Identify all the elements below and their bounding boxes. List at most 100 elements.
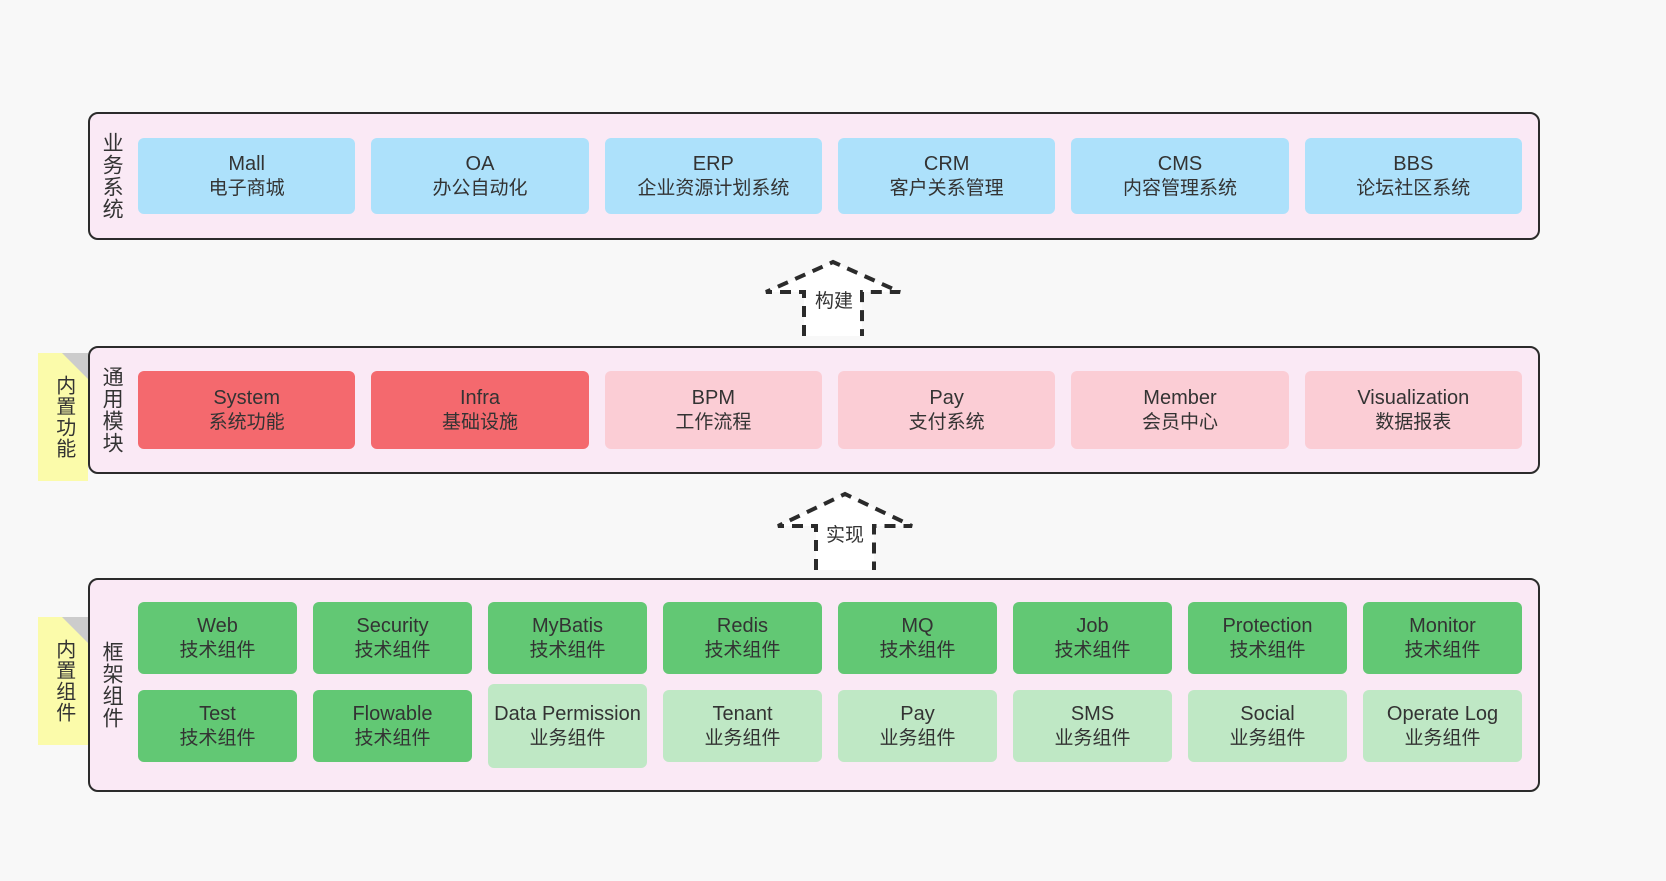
node-title-en: Security — [356, 615, 429, 638]
node-title-en: Test — [199, 703, 236, 726]
node-title-en: OA — [465, 153, 495, 176]
node-job[interactable]: Job 技术组件 — [1013, 602, 1172, 674]
arrow-implement — [770, 490, 920, 576]
node-title-en: Job — [1076, 615, 1109, 638]
note-fold-icon — [62, 617, 88, 643]
node-title-cn: 办公自动化 — [432, 177, 528, 199]
node-title-cn: 技术组件 — [354, 727, 431, 749]
node-bbs[interactable]: BBS 论坛社区系统 — [1304, 138, 1522, 214]
note-builtin-component: 内置组件 — [38, 617, 88, 745]
node-row: Mall 电子商城 OA 办公自动化 ERP 企业资源计划系统 CRM 客户关系… — [138, 138, 1522, 214]
node-title-en: Mall — [228, 153, 265, 176]
note-builtin-function: 内置功能 — [38, 353, 88, 481]
node-flowable[interactable]: Flowable 技术组件 — [313, 690, 472, 762]
node-visualization[interactable]: Visualization 数据报表 — [1304, 371, 1522, 449]
node-title-en: Member — [1143, 387, 1217, 410]
node-title-cn: 技术组件 — [1054, 639, 1131, 661]
node-member[interactable]: Member 会员中心 — [1071, 371, 1289, 449]
node-title-cn: 业务组件 — [1229, 727, 1306, 749]
node-crm[interactable]: CRM 客户关系管理 — [837, 138, 1056, 214]
node-monitor[interactable]: Monitor 技术组件 — [1363, 602, 1522, 674]
node-title-en: CMS — [1157, 153, 1203, 176]
node-protection[interactable]: Protection 技术组件 — [1188, 602, 1347, 674]
node-title-cn: 会员中心 — [1141, 411, 1218, 433]
node-title-en: Visualization — [1357, 387, 1470, 410]
layer-caption-framework-component: 框架组件 — [100, 641, 124, 729]
node-title-cn: 企业资源计划系统 — [637, 177, 790, 199]
node-title-en: MQ — [901, 615, 934, 638]
arrow-build-icon — [765, 259, 901, 336]
note-label: 内置功能 — [52, 375, 75, 459]
node-title-en: BPM — [691, 387, 735, 410]
node-title-cn: 业务组件 — [1404, 727, 1481, 749]
node-oa[interactable]: OA 办公自动化 — [371, 138, 589, 214]
layer-common-module: 通用模块 System 系统功能 Infra 基础设施 BPM 工作流程 Pay… — [88, 346, 1540, 474]
node-title-en: ERP — [692, 153, 734, 176]
node-pay-component[interactable]: Pay 业务组件 — [838, 690, 997, 762]
node-title-en: SMS — [1070, 703, 1115, 726]
node-title-en: Pay — [900, 703, 935, 726]
node-system[interactable]: System 系统功能 — [138, 371, 356, 449]
node-title-en: Flowable — [352, 703, 433, 726]
node-bpm[interactable]: BPM 工作流程 — [604, 371, 822, 449]
node-row: Web 技术组件 Security 技术组件 MyBatis 技术组件 Redi… — [138, 602, 1522, 674]
node-cms[interactable]: CMS 内容管理系统 — [1071, 138, 1289, 214]
node-title-cn: 支付系统 — [908, 411, 985, 433]
arrow-implement-icon — [777, 491, 913, 570]
node-mybatis[interactable]: MyBatis 技术组件 — [488, 602, 647, 674]
node-title-cn: 论坛社区系统 — [1356, 177, 1471, 199]
node-title-cn: 客户关系管理 — [889, 177, 1004, 199]
layer-caption-business-system: 业务系统 — [100, 132, 124, 220]
node-infra[interactable]: Infra 基础设施 — [371, 371, 589, 449]
note-label: 内置组件 — [52, 639, 75, 723]
node-title-cn: 技术组件 — [704, 639, 781, 661]
node-title-en: System — [213, 387, 280, 410]
layer-body-common-module: System 系统功能 Infra 基础设施 BPM 工作流程 Pay 支付系统… — [132, 348, 1538, 472]
arrow-build-label: 构建 — [815, 291, 854, 312]
node-mq[interactable]: MQ 技术组件 — [838, 602, 997, 674]
node-title-cn: 技术组件 — [529, 639, 606, 661]
note-fold-icon — [62, 353, 88, 379]
node-title-cn: 工作流程 — [675, 411, 752, 433]
node-title-en: Infra — [459, 387, 500, 410]
node-title-cn: 技术组件 — [1229, 639, 1306, 661]
node-title-cn: 技术组件 — [354, 639, 431, 661]
node-title-en: Monitor — [1409, 615, 1476, 638]
node-title-cn: 技术组件 — [879, 639, 956, 661]
node-title-en: Data Permission — [494, 703, 641, 726]
node-test[interactable]: Test 技术组件 — [138, 690, 297, 762]
node-title-cn: 业务组件 — [704, 727, 781, 749]
node-security[interactable]: Security 技术组件 — [313, 602, 472, 674]
node-row: System 系统功能 Infra 基础设施 BPM 工作流程 Pay 支付系统… — [138, 371, 1522, 449]
node-row: Test 技术组件 Flowable 技术组件 Data Permission … — [138, 684, 1522, 768]
node-title-cn: 基础设施 — [441, 411, 518, 433]
node-sms[interactable]: SMS 业务组件 — [1013, 690, 1172, 762]
node-title-en: MyBatis — [531, 615, 604, 638]
layer-caption-common-module: 通用模块 — [100, 366, 124, 454]
node-redis[interactable]: Redis 技术组件 — [663, 602, 822, 674]
node-title-cn: 技术组件 — [179, 727, 256, 749]
node-title-cn: 业务组件 — [1054, 727, 1131, 749]
layer-business-system: 业务系统 Mall 电子商城 OA 办公自动化 ERP 企业资源计划系统 CRM… — [88, 112, 1540, 240]
layer-body-framework-component: Web 技术组件 Security 技术组件 MyBatis 技术组件 Redi… — [132, 580, 1538, 790]
node-social[interactable]: Social 业务组件 — [1188, 690, 1347, 762]
node-title-en: Redis — [716, 615, 769, 638]
node-erp[interactable]: ERP 企业资源计划系统 — [604, 138, 822, 214]
node-title-en: Social — [1240, 703, 1295, 726]
node-title-cn: 电子商城 — [208, 177, 285, 199]
node-title-en: BBS — [1393, 153, 1434, 176]
arrow-build — [758, 258, 908, 344]
node-title-cn: 内容管理系统 — [1122, 177, 1237, 199]
node-data-permission[interactable]: Data Permission 业务组件 — [488, 684, 647, 768]
node-pay-module[interactable]: Pay 支付系统 — [837, 371, 1056, 449]
node-title-cn: 业务组件 — [879, 727, 956, 749]
node-title-en: CRM — [923, 153, 970, 176]
node-web[interactable]: Web 技术组件 — [138, 602, 297, 674]
node-title-en: Web — [197, 615, 238, 638]
node-title-en: Operate Log — [1386, 703, 1499, 726]
node-title-cn: 数据报表 — [1375, 411, 1452, 433]
node-mall[interactable]: Mall 电子商城 — [138, 138, 356, 214]
node-operate-log[interactable]: Operate Log 业务组件 — [1363, 690, 1522, 762]
node-tenant[interactable]: Tenant 业务组件 — [663, 690, 822, 762]
layer-body-business-system: Mall 电子商城 OA 办公自动化 ERP 企业资源计划系统 CRM 客户关系… — [132, 114, 1538, 238]
